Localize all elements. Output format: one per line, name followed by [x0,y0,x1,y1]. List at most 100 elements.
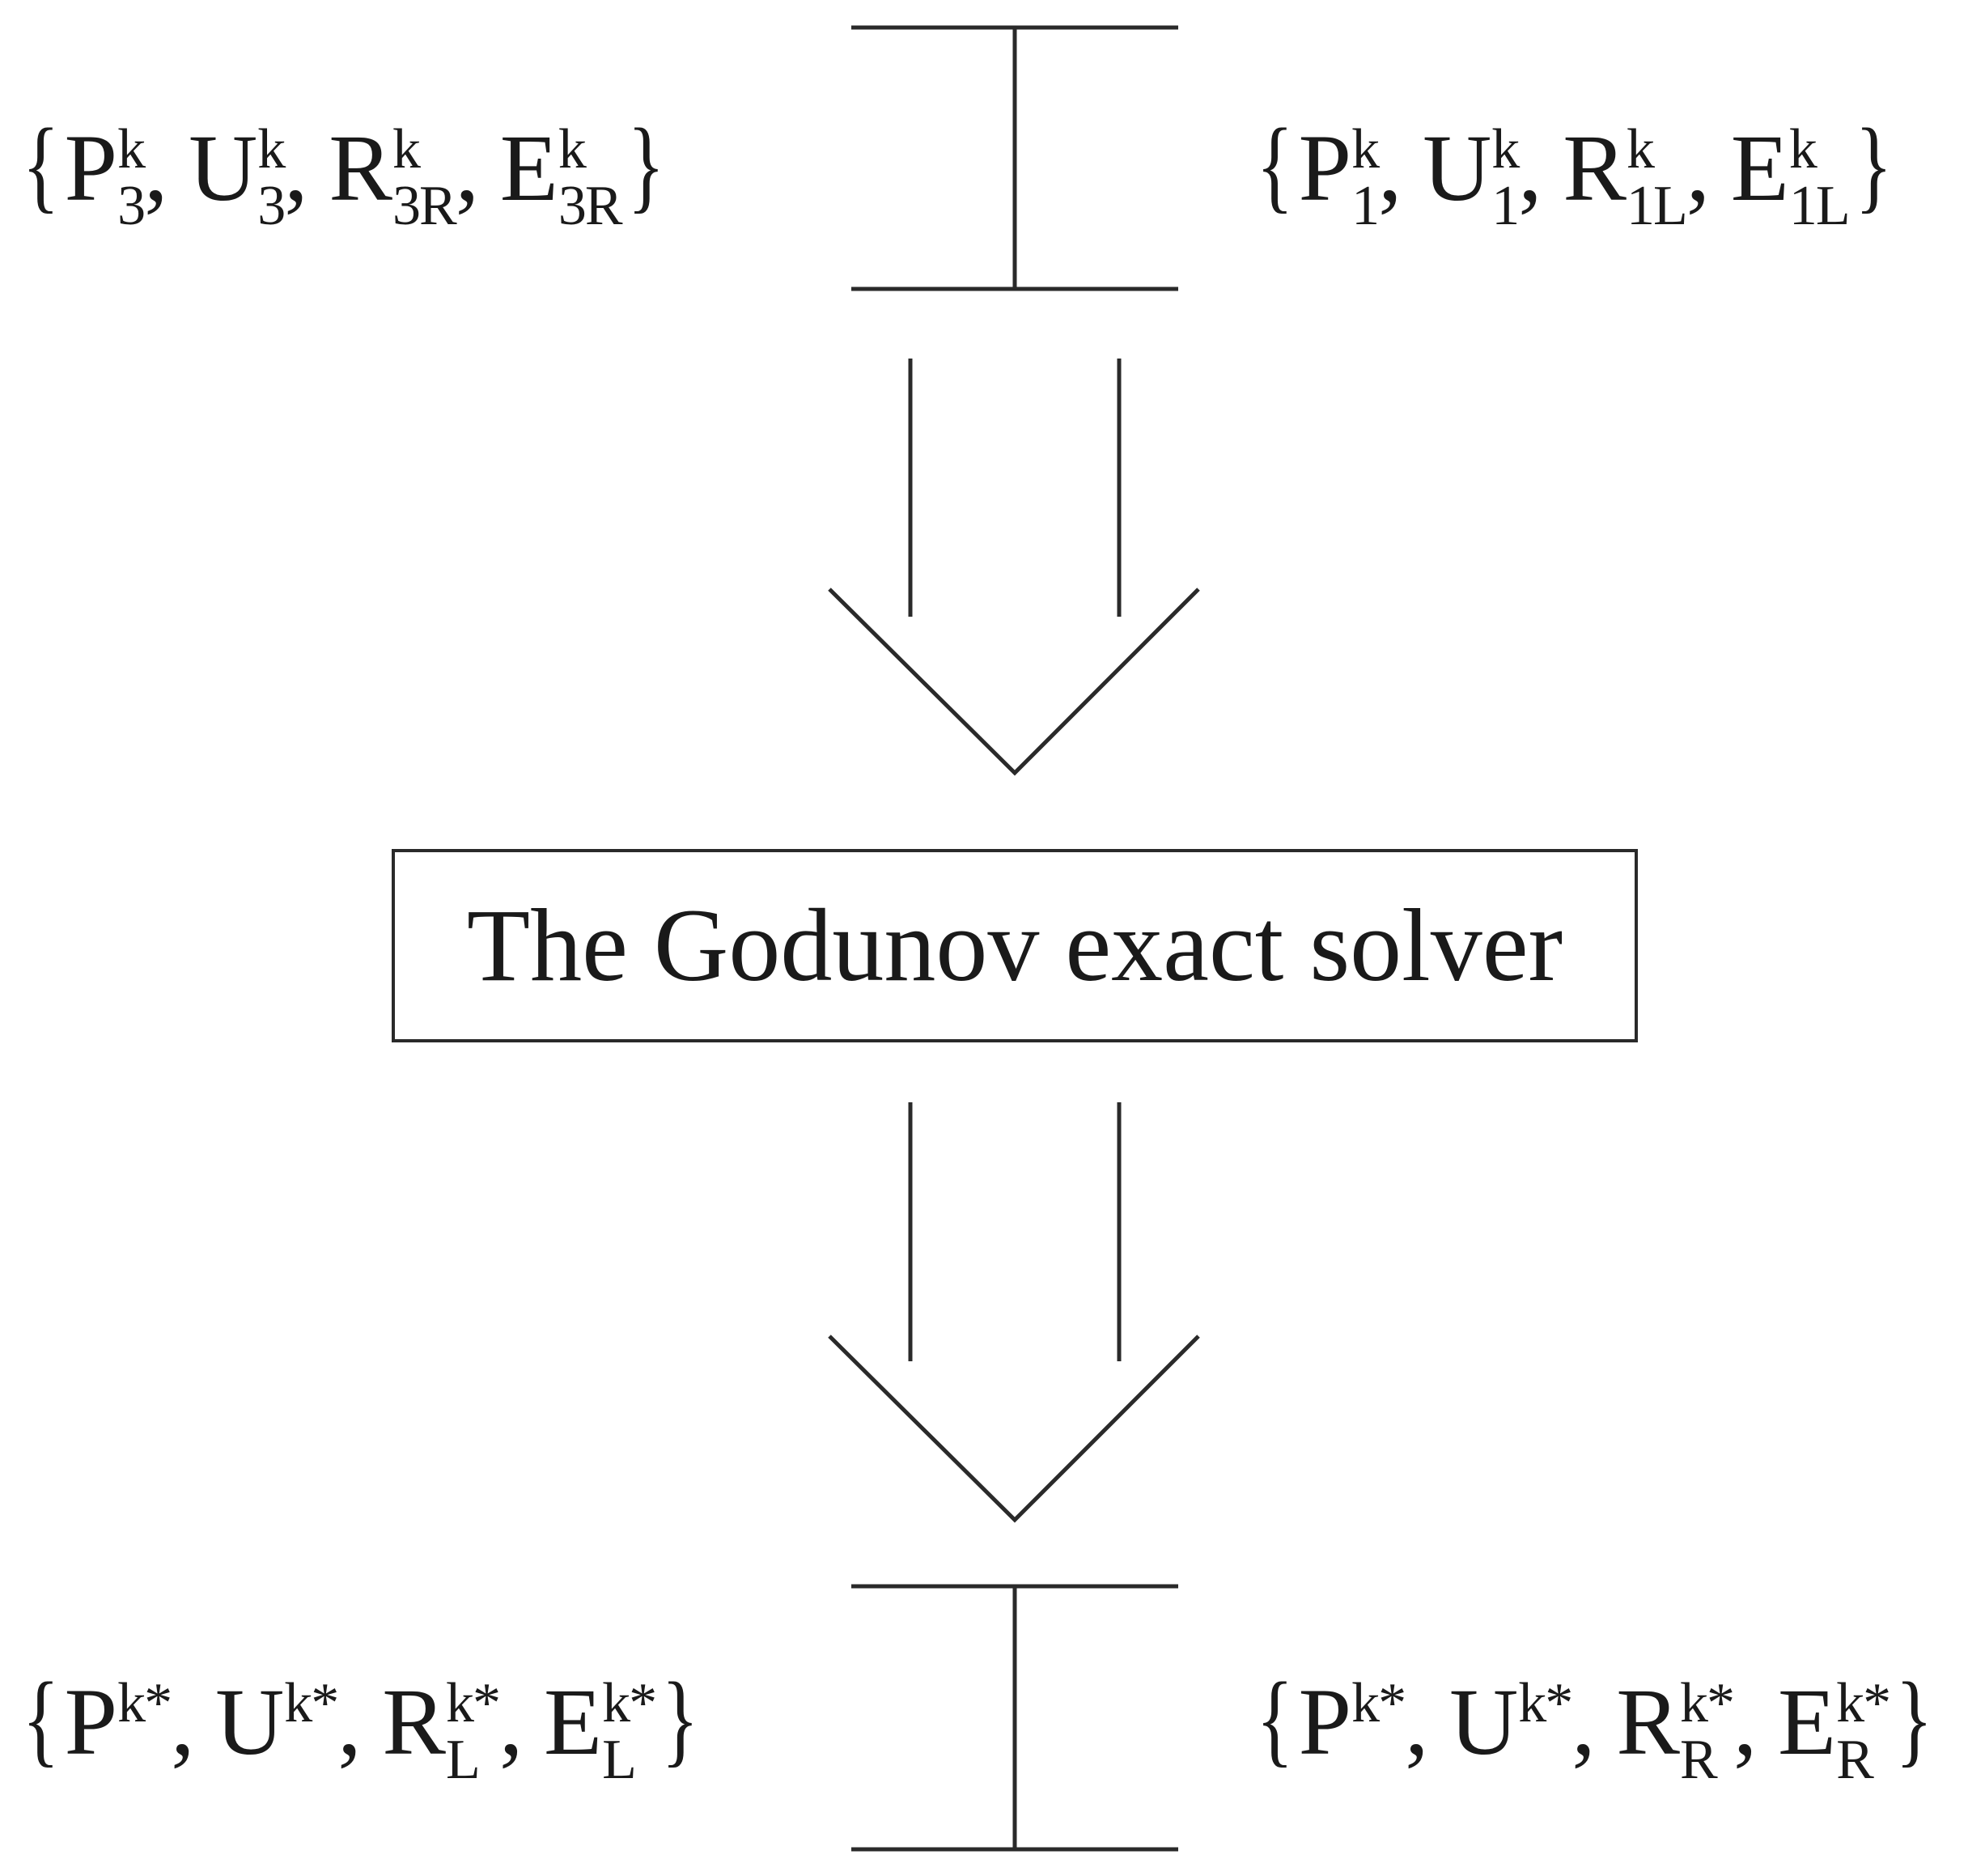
down-arrow-icon [828,359,1200,776]
variable-subscript [284,1732,337,1789]
variable-superscript: k [1491,117,1520,180]
variable-base: E [1730,115,1789,221]
separator: , [1405,1669,1450,1775]
close-brace: } [626,108,664,223]
separator: , [284,115,329,221]
variable-base: U [1449,1669,1518,1775]
variable-superscript: k* [284,1671,339,1734]
variable-indices: k*L [446,1671,501,1791]
separator: , [1378,115,1423,221]
separator: , [499,1669,545,1775]
separator: , [337,1669,383,1775]
variable-subscript: 3R [558,174,623,237]
variable-indices: k*R [1836,1671,1891,1791]
variable-base: U [1423,115,1491,221]
separator: , [1518,115,1563,221]
separator: , [144,115,189,221]
variable-indices: k*R [1680,1671,1735,1791]
variable-superscript: k [1788,117,1817,180]
variable-subscript [117,1732,171,1789]
variable-base: E [544,1669,602,1775]
solver-box: The Godunov exact solver [392,849,1638,1042]
variable-superscript: k* [1351,1671,1406,1734]
variable-indices: k* [284,1671,339,1789]
separator: , [171,1669,216,1775]
variable-superscript: k [257,117,286,180]
variable-base: P [1298,115,1351,221]
open-brace: { [1256,1662,1293,1776]
variable-superscript: k [1351,117,1380,180]
variable-subscript [1518,1732,1571,1789]
open-brace: { [22,108,59,223]
variable-base: R [382,1669,446,1775]
variable-superscript: k [1627,117,1655,180]
variable-subscript: 1L [1788,174,1851,237]
variable-subscript: 3R [392,174,457,237]
separator: , [1686,115,1731,221]
close-brace: } [661,1662,699,1776]
variable-subscript: L [446,1728,481,1791]
separator: , [1571,1669,1617,1775]
variable-superscript: k* [117,1671,172,1734]
variable-subscript: 1L [1627,174,1688,237]
close-brace: } [1895,1662,1933,1776]
open-brace: { [22,1662,59,1776]
variable-superscript: k* [1680,1671,1735,1734]
variable-superscript: k* [1836,1671,1891,1734]
solver-label: The Godunov exact solver [466,888,1563,1003]
variable-base: P [1298,1669,1351,1775]
variable-indices: k*L [602,1671,657,1791]
variable-indices: k* [1518,1671,1573,1789]
variable-base: R [1616,1669,1680,1775]
variable-subscript [1351,1732,1405,1789]
variable-base: P [64,1669,117,1775]
down-arrow-icon [828,1102,1200,1523]
open-brace: { [1256,108,1293,223]
variable-base: U [215,1669,284,1775]
variable-subscript: L [602,1728,637,1791]
variable-superscript: k* [446,1671,501,1734]
separator: , [455,115,500,221]
variable-indices: k* [117,1671,172,1789]
variable-base: E [499,115,558,221]
variable-base: R [329,115,392,221]
variable-subscript: 1 [1491,174,1520,237]
variable-subscript: 3 [257,174,286,237]
variable-superscript: k* [602,1671,657,1734]
separator: , [1733,1669,1779,1775]
variable-subscript: 3 [117,174,146,237]
variable-superscript: k [558,117,587,180]
close-brace: } [1855,108,1892,223]
variable-superscript: k* [1518,1671,1573,1734]
variable-superscript: k [392,117,421,180]
variable-base: E [1778,1669,1836,1775]
variable-subscript: R [1680,1728,1718,1791]
variable-subscript: R [1836,1728,1874,1791]
